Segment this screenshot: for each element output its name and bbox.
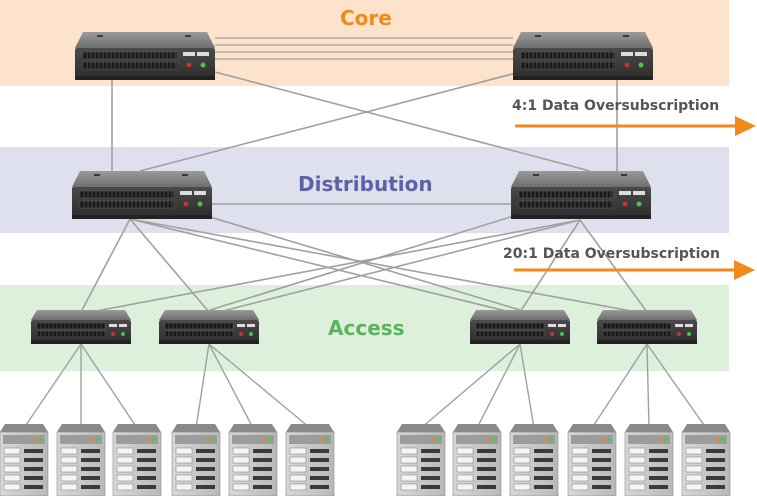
access-switch-icon bbox=[30, 309, 132, 345]
distribution-access-link bbox=[209, 213, 521, 311]
server-rack-icon bbox=[228, 423, 278, 496]
distribution-access-link bbox=[80, 218, 131, 313]
server-rack-icon bbox=[567, 423, 617, 496]
core-switch-icon bbox=[74, 31, 216, 81]
server-rack-icon bbox=[452, 423, 502, 496]
access-server-link bbox=[476, 343, 521, 429]
access-server-link bbox=[23, 343, 82, 429]
access-server-link bbox=[208, 343, 254, 429]
access-server-link bbox=[195, 343, 210, 429]
access-server-link bbox=[208, 343, 311, 429]
distribution-access-link bbox=[199, 213, 521, 311]
server-rack-icon bbox=[112, 423, 162, 496]
core-distribution-oversubscription-label: 4:1 Data Oversubscription bbox=[512, 98, 720, 114]
core-distribution-link bbox=[214, 71, 591, 172]
distribution-switch-icon bbox=[71, 170, 213, 220]
server-rack-icon bbox=[171, 423, 221, 496]
access-server-link bbox=[420, 343, 521, 429]
distribution-access-link bbox=[579, 219, 648, 313]
distribution-access-link bbox=[90, 219, 581, 313]
access-server-link bbox=[519, 343, 535, 429]
distribution-access-link bbox=[129, 218, 210, 313]
access-layer-title: Access bbox=[328, 316, 405, 340]
core-distribution-oversubscription-arrow bbox=[515, 116, 756, 136]
distribution-switch-icon bbox=[510, 170, 652, 220]
server-rack-icon bbox=[285, 423, 335, 496]
server-rack-icon bbox=[681, 423, 731, 496]
core-distribution-link bbox=[139, 71, 521, 172]
distribution-access-oversubscription-label: 20:1 Data Oversubscription bbox=[503, 246, 720, 262]
access-server-link bbox=[646, 343, 650, 429]
server-rack-icon bbox=[0, 423, 49, 496]
access-server-link bbox=[80, 343, 138, 429]
server-rack-icon bbox=[56, 423, 106, 496]
distribution-access-oversubscription-arrow bbox=[514, 260, 755, 280]
access-switch-icon bbox=[596, 309, 698, 345]
core-layer-title: Core bbox=[340, 6, 392, 30]
access-server-link bbox=[646, 343, 707, 429]
distribution-access-link bbox=[218, 219, 581, 313]
arrows-layer bbox=[514, 116, 756, 280]
distribution-access-link bbox=[129, 218, 511, 313]
access-switch-icon bbox=[469, 309, 571, 345]
server-rack-icon bbox=[509, 423, 559, 496]
distribution-access-link bbox=[519, 219, 581, 313]
server-rack-icon bbox=[396, 423, 446, 496]
core-switch-icon bbox=[512, 31, 654, 81]
server-rack-icon bbox=[624, 423, 674, 496]
links-layer bbox=[23, 37, 707, 429]
distribution-layer-title: Distribution bbox=[298, 172, 433, 196]
access-switch-icon bbox=[158, 309, 260, 345]
access-server-link bbox=[591, 343, 648, 429]
distribution-access-link bbox=[129, 218, 638, 313]
